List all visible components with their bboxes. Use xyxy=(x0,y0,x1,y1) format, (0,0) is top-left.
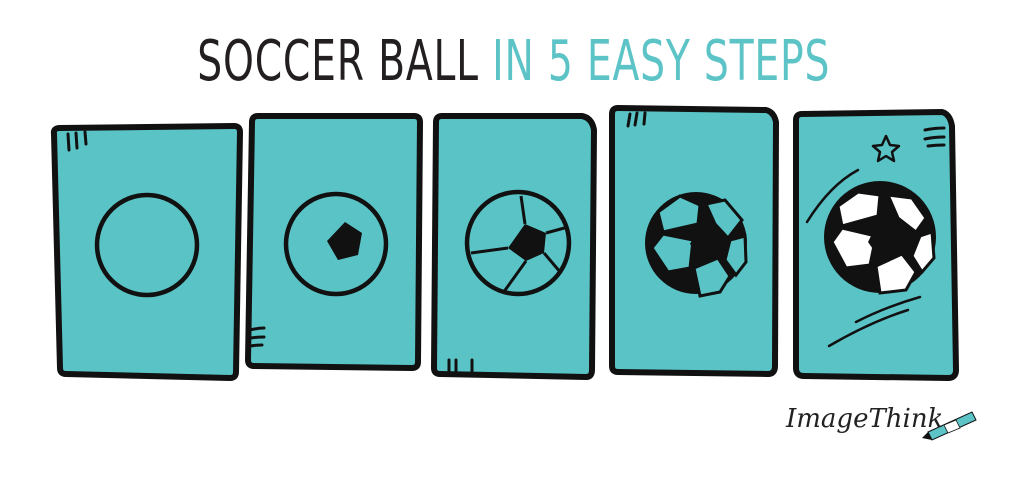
marker-pen-icon xyxy=(922,411,977,441)
signature-logo: ImageThink xyxy=(786,404,944,434)
pentagon-icon xyxy=(690,225,722,262)
title-part-1: SOCCER BALL xyxy=(197,29,479,94)
motion-line-icon xyxy=(805,168,860,224)
corner-marks-icon xyxy=(923,126,946,148)
pentagon-icon xyxy=(508,224,546,261)
circle-outline-icon xyxy=(94,192,200,298)
step-3-card xyxy=(431,113,597,380)
motion-line-icon xyxy=(827,295,922,348)
corner-marks-icon xyxy=(447,358,474,376)
step-2-card xyxy=(245,113,423,371)
step-5-card xyxy=(793,109,959,381)
corner-marks-icon xyxy=(248,326,266,348)
page-title: SOCCER BALL IN 5 EASY STEPS xyxy=(114,28,913,96)
pentagon-icon xyxy=(327,222,362,260)
corner-marks-icon xyxy=(626,111,647,128)
circle-outline-icon xyxy=(464,189,572,297)
circle-outline-icon xyxy=(283,191,389,297)
star-icon xyxy=(871,134,901,163)
corner-marks-icon xyxy=(66,130,88,152)
step-4-card xyxy=(609,105,779,377)
seam-lines-icon xyxy=(470,195,569,294)
pentagon-icon xyxy=(868,218,902,262)
title-part-2: IN 5 EASY STEPS xyxy=(492,29,831,94)
step-1-card xyxy=(50,123,243,381)
